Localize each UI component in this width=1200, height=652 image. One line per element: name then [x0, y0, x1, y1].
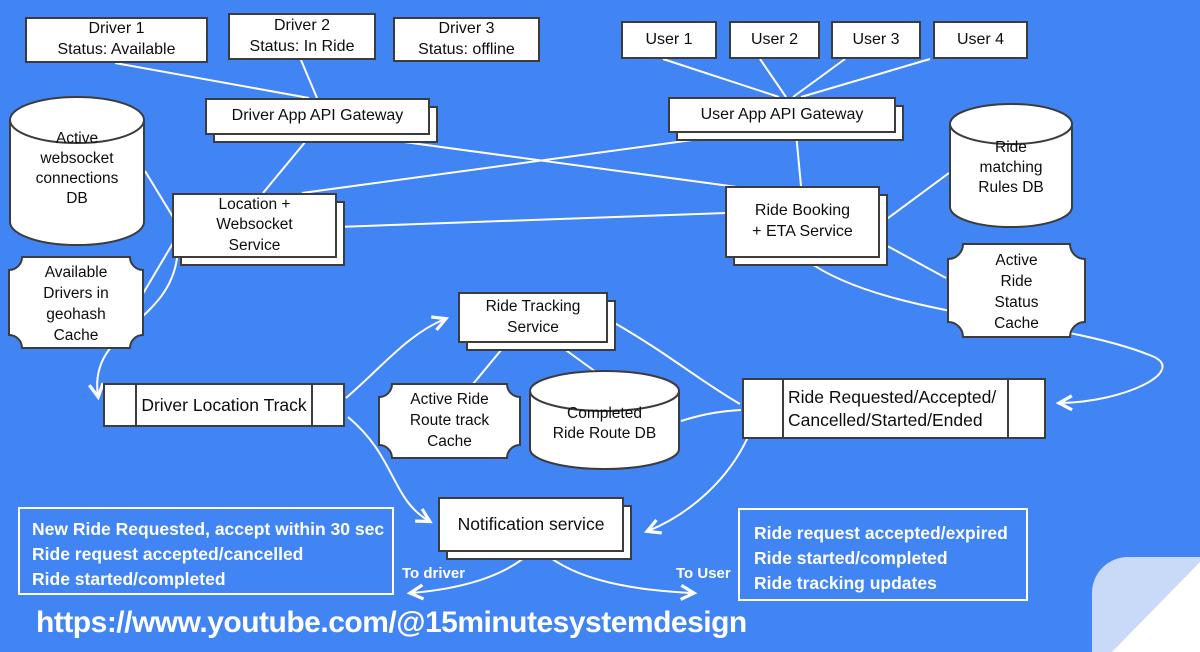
completed-ride-db-label: Completed Ride Route DB [552, 405, 657, 443]
driver-location-track-queue: Driver Location Track [103, 383, 345, 427]
user4-label: User 4 [956, 30, 1005, 48]
driver1-label: Driver 1 Status: Available [57, 20, 176, 58]
geohash-cache-label: Available Drivers in geohash Cache [43, 264, 109, 344]
driver-gateway-label: Driver App API Gateway [231, 107, 404, 125]
driver2-label: Driver 2 Status: In Ride [249, 16, 355, 55]
user1-label: User 1 [645, 30, 693, 48]
driver3-label: Driver 3 Status: offline [418, 19, 515, 58]
ride-events-label: Ride Requested/Accepted/ Cancelled/Start… [788, 386, 997, 430]
driver-location-track-label: Driver Location Track [141, 394, 307, 415]
user2-box: User 2 [729, 21, 820, 59]
user-notifications-note: Ride request accepted/expired Ride start… [738, 508, 1028, 601]
cache-plaque-icon [378, 383, 521, 459]
ride-matching-rules-db: Ride matching Rules DB [948, 102, 1074, 230]
active-ride-status-cache: Active Ride Status Cache [947, 243, 1086, 338]
queue-divider [135, 385, 137, 425]
ride-booking-label: Ride Booking + ETA Service [752, 202, 853, 240]
driver2-box: Driver 2 Status: In Ride [228, 13, 376, 60]
to-user-label: To User [676, 565, 731, 582]
queue-divider [782, 380, 784, 437]
user3-label: User 3 [852, 30, 900, 48]
driver1-box: Driver 1 Status: Available [25, 17, 208, 63]
driver-notifications-note: New Ride Requested, accept within 30 sec… [18, 507, 394, 595]
ride-booking-eta-service: Ride Booking + ETA Service [725, 186, 880, 258]
driver-app-api-gateway: Driver App API Gateway [205, 98, 430, 135]
queue-divider [311, 385, 313, 425]
active-websocket-db: Active websocket connections DB [8, 95, 146, 247]
queue-divider [1007, 380, 1009, 437]
cache-plaque-icon [8, 256, 144, 349]
active-ride-status-cache-label: Active Ride Status Cache [994, 252, 1039, 332]
notification-service: Notification service [438, 497, 624, 552]
driver3-box: Driver 3 Status: offline [393, 17, 540, 62]
ride-matching-db-label: Ride matching Rules DB [978, 139, 1044, 197]
user3-box: User 3 [831, 21, 921, 59]
user2-label: User 2 [750, 30, 799, 48]
completed-ride-route-db: Completed Ride Route DB [528, 370, 681, 471]
page-curl-decoration [1091, 557, 1200, 652]
user-gateway-label: User App API Gateway [700, 105, 864, 123]
driver-notifications-text: New Ride Requested, accept within 30 sec… [32, 519, 385, 589]
location-websocket-service: Location + Websocket Service [172, 193, 337, 258]
channel-url: https://www.youtube.com/@15minutesystemd… [36, 606, 747, 639]
database-cylinder-icon [529, 370, 680, 470]
ride-tracking-service: Ride Tracking Service [458, 292, 608, 343]
database-cylinder-icon [949, 103, 1073, 228]
active-websocket-db-label: Active websocket connections DB [35, 130, 119, 208]
user-notifications-text: Ride request accepted/expired Ride start… [754, 523, 1008, 593]
notification-label: Notification service [457, 514, 605, 535]
database-cylinder-icon [9, 96, 145, 246]
ride-tracking-label: Ride Tracking Service [485, 298, 581, 336]
geohash-cache: Available Drivers in geohash Cache [8, 256, 144, 349]
user4-box: User 4 [933, 21, 1028, 59]
active-ride-route-cache-label: Active Ride Route track Cache [409, 391, 490, 450]
cache-plaque-icon [947, 243, 1086, 338]
user1-box: User 1 [621, 21, 717, 59]
to-driver-label: To driver [402, 565, 466, 582]
user-app-api-gateway: User App API Gateway [668, 97, 896, 133]
location-websocket-label: Location + Websocket Service [216, 196, 293, 254]
ride-events-queue: Ride Requested/Accepted/ Cancelled/Start… [742, 378, 1046, 439]
active-ride-route-cache: Active Ride Route track Cache [378, 383, 521, 459]
